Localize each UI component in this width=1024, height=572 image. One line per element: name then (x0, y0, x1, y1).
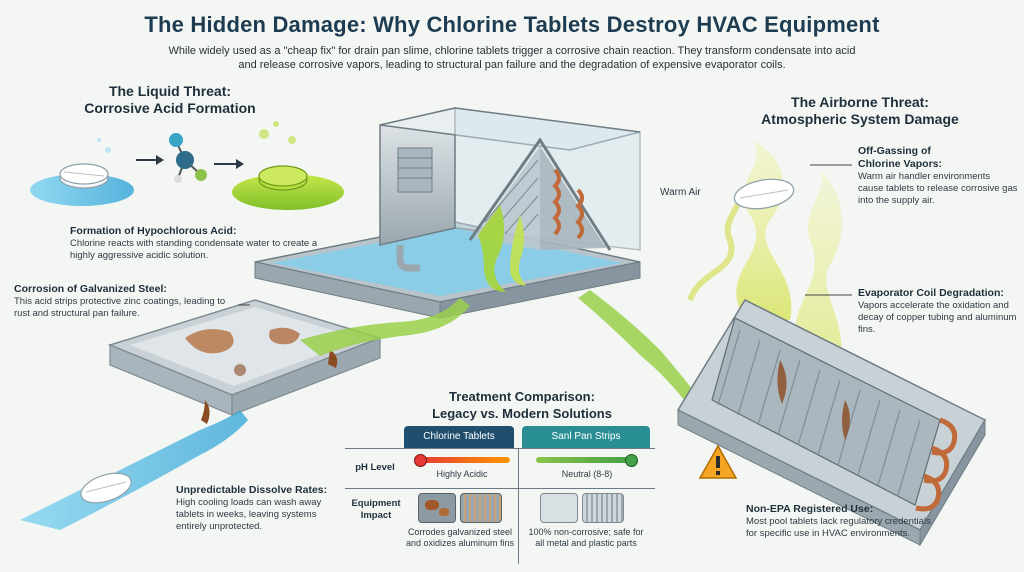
ph-acidic-marker (414, 454, 427, 467)
dissolve-body: High cooling loads can wash away tablets… (176, 497, 322, 532)
leader-lines (238, 164, 852, 306)
airborne-threat-heading: The Airborne Threat: Atmospheric System … (730, 94, 990, 128)
evaporator-coil (676, 299, 987, 547)
liquid-threat-heading-line1: The Liquid Threat: (108, 83, 232, 99)
ph-neutral-label: Neutral (8-8) (561, 469, 613, 479)
ph-neutral-bar (536, 457, 632, 463)
dissolve-title: Unpredictable Dissolve Rates: (176, 484, 328, 496)
comparison-heading-line2: Legacy vs. Modern Solutions (432, 406, 612, 421)
ph-neutral-marker (625, 454, 638, 467)
chlorine-vapor-plume (687, 140, 842, 370)
impact-chlorine: Corrodes galvanized steel and oxidizes a… (404, 527, 516, 549)
acid-stream (300, 290, 700, 408)
table-divider-top (345, 448, 655, 449)
galvanized-callout: Corrosion of Galvanized Steel: This acid… (14, 283, 236, 320)
comparison-heading: Treatment Comparison: Legacy vs. Modern … (402, 388, 642, 422)
dissolve-callout: Unpredictable Dissolve Rates: High cooli… (176, 484, 344, 533)
impact-strips-line2: all metal and plastic parts (535, 538, 637, 548)
galvanized-title: Corrosion of Galvanized Steel: (14, 283, 167, 295)
galvanized-body: This acid strips protective zinc coating… (14, 296, 226, 319)
airborne-threat-heading-line1: The Airborne Threat: (791, 94, 929, 110)
warm-air-label: Warm Air (660, 187, 701, 198)
offgassing-title-line1: Off-Gassing of (858, 145, 931, 157)
coil-body: Vapors accelerate the oxidation and deca… (858, 300, 1017, 335)
liquid-threat-heading: The Liquid Threat: Corrosive Acid Format… (40, 83, 300, 117)
table-divider-mid (345, 488, 655, 489)
ph-neutral-gauge: Neutral (8-8) (536, 454, 638, 480)
impact-strips-line1: 100% non-corrosive; safe for (528, 527, 644, 537)
corroded-fins-thumb (460, 493, 502, 523)
clean-metal-thumb (540, 493, 578, 523)
page-title: The Hidden Damage: Why Chlorine Tablets … (144, 12, 880, 37)
washing-tablet-stream (20, 410, 248, 530)
air-handler-unit (254, 107, 641, 319)
warning-icon (698, 444, 738, 479)
col-sanl-pan-strips: Sanl Pan Strips (522, 426, 650, 448)
ph-acidic-label: Highly Acidic (436, 469, 488, 479)
coil-callout: Evaporator Coil Degradation: Vapors acce… (858, 287, 1018, 336)
nonepa-body: Most pool tablets lack regulatory creden… (746, 516, 931, 539)
table-divider-col (518, 448, 519, 564)
col-chlorine-tablets: Chlorine Tablets (404, 426, 514, 448)
hypochlorous-callout: Formation of Hypochlorous Acid: Chlorine… (70, 225, 320, 262)
tablet-dissolve-reaction (30, 121, 344, 210)
offgassing-title-line2: Chlorine Vapors: (858, 158, 943, 170)
comparison-heading-line1: Treatment Comparison: (449, 389, 595, 404)
offgassing-callout: Off-Gassing of Chlorine Vapors: Warm air… (858, 145, 1018, 207)
impact-chlorine-line2: and oxidizes aluminum fins (405, 538, 515, 548)
impact-strips: 100% non-corrosive; safe for all metal a… (522, 527, 650, 549)
nonepa-callout: Non-EPA Registered Use: Most pool tablet… (746, 503, 936, 540)
ph-acidic-bar (418, 457, 510, 463)
offgassing-body: Warm air handler environments cause tabl… (858, 171, 1018, 206)
row-equipment-impact-line2: Impact (360, 510, 392, 521)
hypochlorous-title: Formation of Hypochlorous Acid: (70, 225, 237, 237)
hypochlorous-body: Chlorine reacts with standing condensate… (70, 238, 318, 261)
liquid-threat-heading-line2: Corrosive Acid Formation (84, 100, 256, 116)
clean-fins-thumb (582, 493, 624, 523)
row-ph-level: pH Level (355, 462, 395, 473)
corroded-drain-pan (107, 299, 383, 424)
nonepa-title: Non-EPA Registered Use: (746, 503, 874, 515)
row-equipment-impact: Equipment Impact (345, 498, 407, 522)
impact-chlorine-line1: Corrodes galvanized steel (407, 527, 513, 537)
corroded-metal-thumb (418, 493, 456, 523)
row-equipment-impact-line1: Equipment (351, 498, 401, 509)
coil-title: Evaporator Coil Degradation: (858, 287, 1004, 299)
airborne-threat-heading-line2: Atmospheric System Damage (761, 111, 959, 127)
ph-acidic-gauge: Highly Acidic (414, 454, 510, 480)
page-subtitle: While widely used as a "cheap fix" for d… (168, 45, 856, 71)
